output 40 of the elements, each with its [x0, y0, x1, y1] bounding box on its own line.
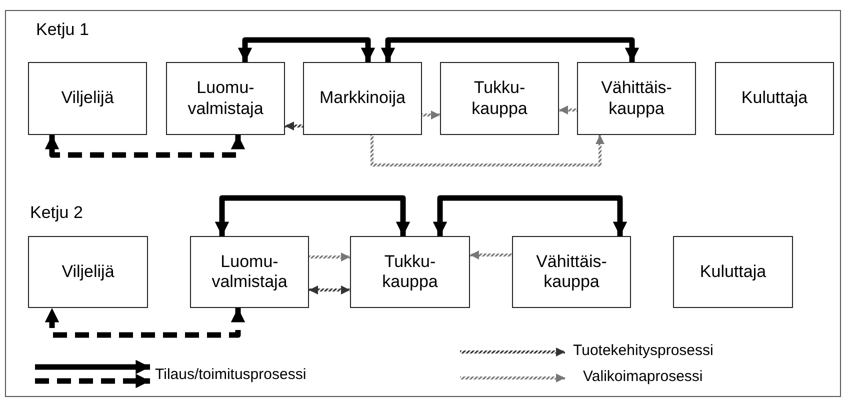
- box-label: Markkinoija: [320, 88, 406, 109]
- chain-heading: Ketju 1: [36, 20, 89, 40]
- process-box: [166, 62, 285, 135]
- arrow: [309, 286, 350, 294]
- process-box: [577, 62, 696, 135]
- arrow: [370, 135, 604, 166]
- process-box: [715, 62, 834, 135]
- process-box: [28, 62, 147, 135]
- legend-text: Valikoimaprosessi: [583, 368, 703, 385]
- arrow: [422, 110, 440, 120]
- arrow: [432, 195, 628, 236]
- arrow: [44, 135, 246, 158]
- box-label: Kuluttaja: [741, 88, 808, 109]
- box-label: Vähittäis- kauppa: [600, 78, 673, 119]
- arrow: [309, 252, 350, 262]
- chain-heading: Ketju 2: [30, 203, 83, 223]
- arrow: [214, 195, 410, 236]
- process-box: [28, 236, 148, 308]
- box-label: Kuluttaja: [700, 262, 766, 282]
- process-box: [512, 236, 631, 308]
- box-label: Viljelijä: [61, 88, 114, 109]
- arrow: [238, 37, 376, 62]
- legend-text: Tuotekehitysprosessi: [573, 342, 714, 359]
- arrow: [559, 106, 577, 114]
- box-label: Viljelijä: [62, 262, 114, 282]
- arrow: [285, 122, 303, 130]
- arrow: [44, 308, 246, 338]
- box-label: Tukku- kauppa: [470, 78, 528, 119]
- process-box: [190, 236, 309, 308]
- box-label: Vähittäis- kauppa: [535, 252, 608, 292]
- legend-text: Tilaus/toimitusprosessi: [155, 366, 306, 383]
- box-label: Tukku- kauppa: [381, 252, 439, 292]
- process-box: [303, 62, 422, 135]
- box-label: Luomu- valmistaja: [186, 78, 264, 119]
- process-box: [350, 236, 470, 308]
- arrow: [470, 250, 512, 260]
- process-box: [440, 62, 559, 135]
- box-label: Luomu- valmistaja: [210, 252, 288, 292]
- arrow: [380, 37, 640, 62]
- process-box: [673, 236, 793, 308]
